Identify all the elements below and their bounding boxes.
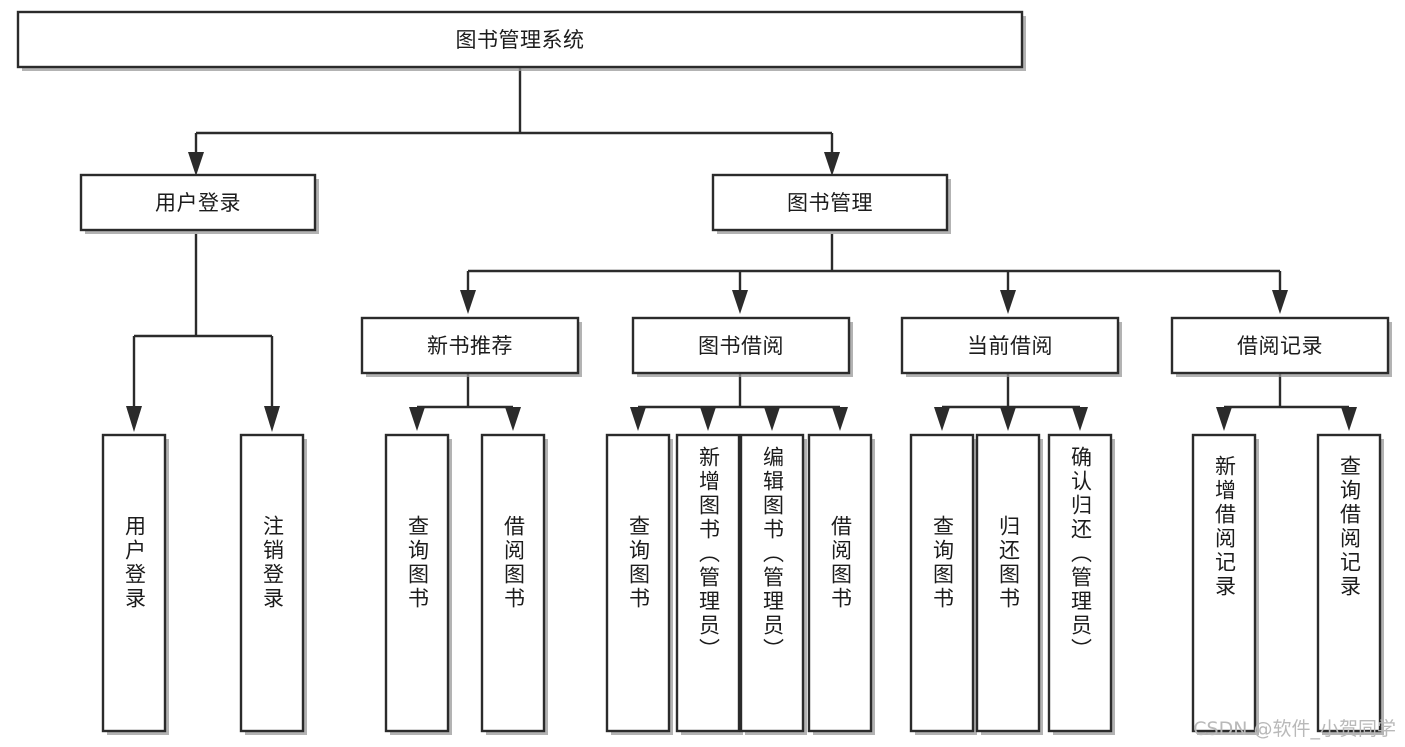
leaf-borrow-record-1[interactable] (1316, 433, 1384, 735)
leaf-new-book-rec-0[interactable] (384, 433, 452, 735)
connector-group-book-manage (460, 234, 1288, 314)
node-book-manage[interactable]: 图书管理 (711, 173, 951, 234)
node-user-login[interactable]: 用户登录 (79, 173, 319, 234)
leaf-user-login-1[interactable] (239, 433, 307, 735)
node-new-book-rec[interactable]: 新书推荐 (360, 316, 582, 377)
node-new-book-rec-label: 新书推荐 (427, 334, 513, 358)
connector-group-book-borrow (630, 373, 848, 431)
node-borrow-record-label: 借阅记录 (1237, 334, 1323, 358)
leaf-current-borrow-2[interactable] (1047, 433, 1115, 735)
node-user-login-label: 用户登录 (155, 191, 241, 215)
node-book-borrow-label: 图书借阅 (698, 334, 784, 358)
node-current-borrow[interactable]: 当前借阅 (900, 316, 1122, 377)
connector-group-current-borrow (934, 373, 1088, 431)
node-current-borrow-label: 当前借阅 (967, 334, 1053, 358)
leaf-book-borrow-1[interactable] (675, 433, 743, 735)
leaf-book-borrow-0[interactable] (605, 433, 673, 735)
connector-group-borrow-record (1216, 373, 1357, 431)
leaf-book-borrow-3[interactable] (807, 433, 875, 735)
node-root[interactable]: 图书管理系统 (16, 10, 1026, 71)
connector-group-root (188, 67, 840, 176)
leaf-borrow-record-0[interactable] (1191, 433, 1259, 735)
leaf-current-borrow-0[interactable] (909, 433, 977, 735)
watermark-label: CSDN @软件_小贺同学 (1193, 718, 1396, 740)
node-book-borrow[interactable]: 图书借阅 (631, 316, 853, 377)
node-book-manage-label: 图书管理 (787, 191, 873, 215)
leaf-book-borrow-2[interactable] (739, 433, 807, 735)
leaf-user-login-0[interactable] (101, 433, 169, 735)
leaf-current-borrow-1[interactable] (975, 433, 1043, 735)
leaf-new-book-rec-1[interactable] (480, 433, 548, 735)
node-borrow-record[interactable]: 借阅记录 (1170, 316, 1392, 377)
node-root-label: 图书管理系统 (456, 28, 585, 52)
connector-group-user-login (126, 234, 280, 432)
connector-group-new-book-rec (409, 373, 521, 431)
